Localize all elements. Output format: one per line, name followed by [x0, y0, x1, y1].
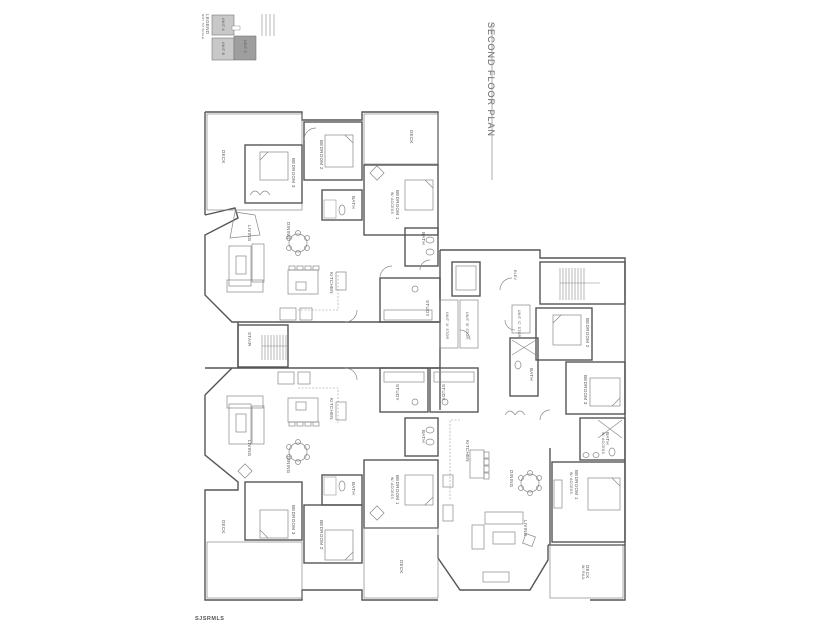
unit-b-bedroom-1-sub: W/ ACCESS: [390, 477, 394, 500]
unit-c-bedroom-1: BEDROOM 1: [574, 470, 579, 500]
unit-c: ELEV UNIT 'C' STOR BEDROOM 2 BATH BEDROO…: [442, 261, 626, 599]
unit-b-storage: UNIT 'B' STOR: [465, 312, 469, 339]
unit-b-living: LIVING: [247, 440, 252, 457]
legend: LEGEND NOT TO SCALE UNIT A UNIT B UNIT C: [201, 14, 275, 61]
unit-a-dining: DINING: [286, 222, 291, 240]
unit-c-bath: BATH: [529, 368, 534, 381]
unit-c-bedroom-1-sub: W/ ACCESS: [569, 472, 573, 495]
door-swings: [344, 259, 551, 421]
unit-b-bedroom-1: BEDROOM 1: [395, 475, 400, 505]
unit-a-bedroom-1: BEDROOM 1: [395, 190, 400, 220]
legend-title: LEGEND: [205, 14, 210, 35]
unit-a-deck-right: DECK: [409, 130, 414, 144]
legend-unit-a: UNIT A: [221, 18, 225, 31]
unit-b-bath-2: BATH: [421, 430, 426, 443]
legend-unit-c: UNIT C: [243, 40, 247, 54]
unit-c-elev-label: ELEV: [513, 270, 517, 281]
unit-b-kitchen: KITCHEN: [329, 398, 334, 420]
unit-a-living: LIVING: [247, 225, 252, 242]
unit-c-living: LIVING: [523, 520, 528, 537]
watermark: SJSRMLS: [195, 616, 225, 622]
plan-title-text: SECOND FLOOR PLAN: [486, 22, 496, 137]
unit-a-bedroom-1-sub: W/ ACCESS: [390, 192, 394, 215]
unit-c-bath-2: BATH: [605, 432, 610, 445]
unit-c-kitchen: KITCHEN: [465, 440, 470, 462]
unit-c-bedroom-2: BEDROOM 2: [585, 318, 590, 348]
plan-title: SECOND FLOOR PLAN: [486, 22, 496, 180]
unit-a-kitchen: KITCHEN: [329, 272, 334, 294]
unit-a-bath-2: BATH: [421, 232, 426, 245]
unit-c-bedroom-3: BEDROOM 3: [583, 375, 588, 405]
stair-label: STAIR: [247, 332, 252, 347]
legend-unit-b: UNIT B: [221, 42, 225, 56]
unit-c-storage: UNIT 'C' STOR: [517, 310, 521, 338]
legend-subtitle: NOT TO SCALE: [201, 14, 205, 39]
unit-b-bath: BATH: [351, 482, 356, 495]
unit-a-study: STUDY: [425, 300, 430, 317]
unit-b: KITCHEN LIVING DINING STUDY STUDY BATH B…: [206, 367, 479, 599]
unit-b-deck-left: DECK: [221, 520, 226, 534]
unit-a-bath: BATH: [351, 196, 356, 209]
unit-c-deck-sub: W/ RAIL: [581, 565, 585, 580]
unit-b-dining: DINING: [286, 456, 291, 474]
unit-c-deck: DECK: [585, 565, 590, 579]
unit-b-study: STUDY: [395, 384, 400, 401]
unit-a-bedroom-2: BEDROOM 2: [319, 140, 324, 170]
unit-b-bedroom-3: BEDROOM 3: [291, 505, 296, 535]
unit-b-bedroom-2: BEDROOM 2: [319, 520, 324, 550]
unit-b-deck-right: DECK: [399, 560, 404, 574]
unit-a-storage: UNIT 'A' STOR: [445, 312, 449, 339]
unit-a-bedroom-3: BEDROOM 3: [291, 158, 296, 188]
unit-c-study: STUDY: [441, 384, 446, 401]
unit-a-deck-left: DECK: [221, 150, 226, 164]
unit-c-bath-2-sub: W/ ACCESS: [601, 432, 605, 455]
unit-a: DECK BEDROOM 3 BEDROOM 2 DECK BEDROOM 1 …: [206, 113, 481, 368]
unit-c-dining: DINING: [509, 470, 514, 488]
